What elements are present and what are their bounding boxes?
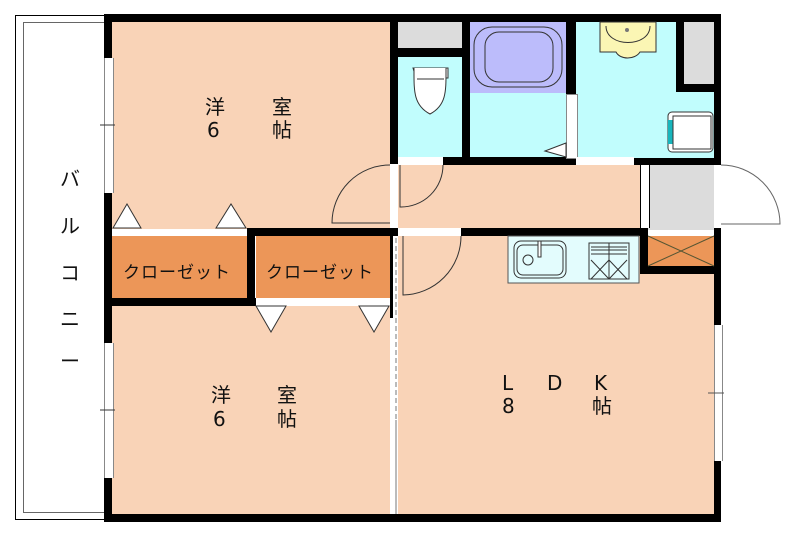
- ldk-label-l: L: [502, 371, 514, 395]
- western-room-upper: [112, 22, 390, 230]
- bathroom-floor: [470, 93, 566, 157]
- wall-exterior-left: [104, 14, 112, 522]
- lower-room-label-type-left: 洋: [211, 383, 231, 407]
- toilet-room: [398, 57, 462, 157]
- window-lower-room: [104, 343, 114, 478]
- hallway: [398, 165, 640, 230]
- entrance-step: [640, 165, 650, 228]
- balcony: [15, 15, 105, 520]
- wall-shoe-bottom: [640, 266, 721, 274]
- closet-left-door-strip: [112, 229, 247, 236]
- upper-room-size-unit: 帖: [272, 118, 292, 142]
- upper-room-size-num: 6: [207, 118, 220, 142]
- closet-right-label: クローゼット: [266, 263, 374, 283]
- closet-right: [256, 236, 390, 298]
- wall-toilet-top: [398, 48, 462, 57]
- hall-room-door-gap: [390, 165, 398, 228]
- western-room-lower: [112, 306, 390, 514]
- entrance-door-gap: [714, 165, 721, 228]
- wall-closet-bottom: [104, 298, 256, 306]
- ldk-partition-opening: [393, 236, 398, 514]
- wall-hall-bottom: [461, 228, 648, 236]
- wall-wash-bottom: [634, 158, 721, 165]
- window-upper-room: [104, 58, 114, 193]
- bathtub-area: [470, 22, 566, 93]
- wall-closet-divider: [247, 228, 255, 306]
- closet-right-door-strip: [256, 298, 390, 305]
- balcony-label-char: コ: [60, 261, 80, 285]
- ldk-door-gap: [398, 228, 461, 236]
- wall-wet-bottom: [443, 157, 576, 165]
- storage-above-toilet: [398, 22, 462, 48]
- closet-left: [112, 236, 247, 298]
- balcony-label-char: ニ: [60, 307, 80, 331]
- toilet-door-gap: [398, 157, 443, 165]
- entrance-genkan: [648, 165, 714, 230]
- linen-storage: [684, 22, 714, 84]
- wall-entrance-left: [640, 228, 648, 274]
- closet-left-label: クローゼット: [123, 263, 231, 283]
- wash-door-gap: [576, 157, 634, 165]
- lower-room-label-type-right: 室: [277, 383, 297, 407]
- bath-door: [566, 94, 578, 159]
- balcony-inner-railing: [23, 22, 105, 513]
- balcony-label-char: バ: [60, 167, 80, 191]
- upper-room-label-type-right: 室: [272, 95, 292, 119]
- wall-exterior-top: [104, 14, 720, 22]
- ldk-size-unit: 帖: [592, 394, 612, 418]
- ldk-size-num: 8: [502, 394, 515, 418]
- wall-closet-top: [248, 228, 398, 236]
- balcony-label-char: ル: [60, 214, 80, 238]
- shoe-cabinet: [648, 236, 714, 266]
- window-ldk: [714, 325, 723, 461]
- balcony-label-char: ー: [60, 349, 80, 373]
- ldk-label-d: D: [547, 371, 563, 395]
- door-swing-entrance: [720, 164, 781, 225]
- wall-center-vertical-lower: [390, 228, 393, 318]
- ldk-label-k: K: [594, 371, 608, 395]
- wall-linen-bottom: [676, 84, 714, 92]
- wall-toilet-bath: [462, 14, 470, 165]
- wall-exterior-bottom: [104, 514, 720, 522]
- upper-room-label-type-left: 洋: [205, 95, 225, 119]
- lower-room-size-num: 6: [213, 407, 226, 431]
- wall-bath-wash: [566, 14, 576, 94]
- lower-room-size-unit: 帖: [277, 407, 297, 431]
- wall-center-vertical: [390, 14, 398, 164]
- wall-linen: [676, 22, 684, 84]
